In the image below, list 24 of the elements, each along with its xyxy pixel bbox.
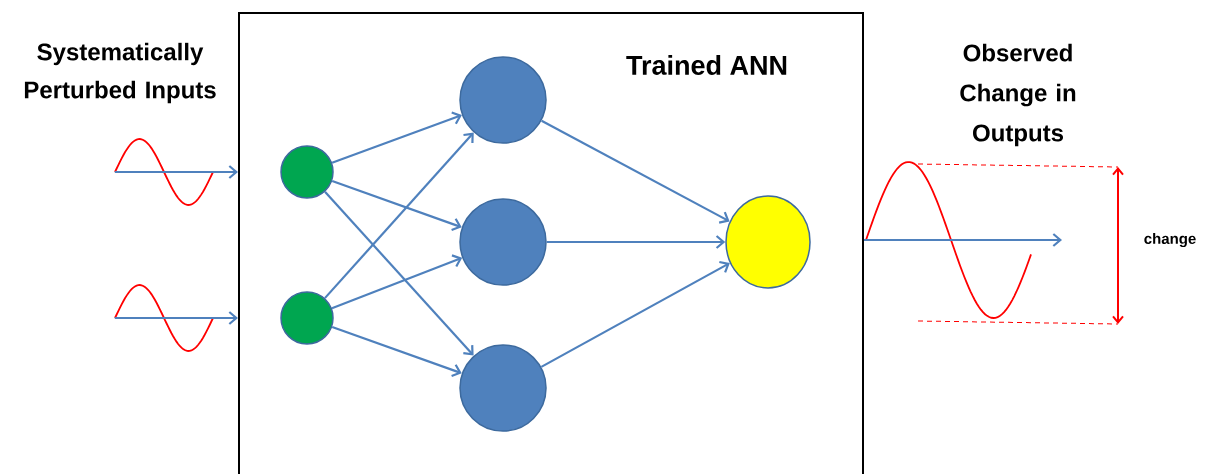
arrow <box>114 165 238 179</box>
arrow <box>324 191 474 356</box>
hidden-neuron <box>459 56 547 144</box>
arrow <box>324 132 474 299</box>
hidden-neuron <box>459 198 547 286</box>
input-neuron <box>280 291 334 345</box>
hidden-neuron <box>459 344 547 432</box>
dimension-label: change <box>1144 233 1196 248</box>
arrow <box>331 254 463 310</box>
network-box: Trained ANN <box>238 12 864 474</box>
arrow <box>331 179 462 232</box>
sine-wave <box>114 138 214 206</box>
arrow <box>331 111 462 164</box>
sine-wave <box>114 284 214 352</box>
arrow <box>114 311 238 325</box>
input-neuron <box>280 145 334 199</box>
arrow <box>546 235 726 249</box>
arrow <box>331 325 462 378</box>
arrow <box>541 119 730 224</box>
arrow <box>864 233 1063 247</box>
arrow <box>540 260 730 368</box>
heading: Observed Change in Outputs <box>960 43 1076 147</box>
heading: Systematically Perturbed Inputs <box>24 42 216 104</box>
output-neuron <box>725 195 811 289</box>
